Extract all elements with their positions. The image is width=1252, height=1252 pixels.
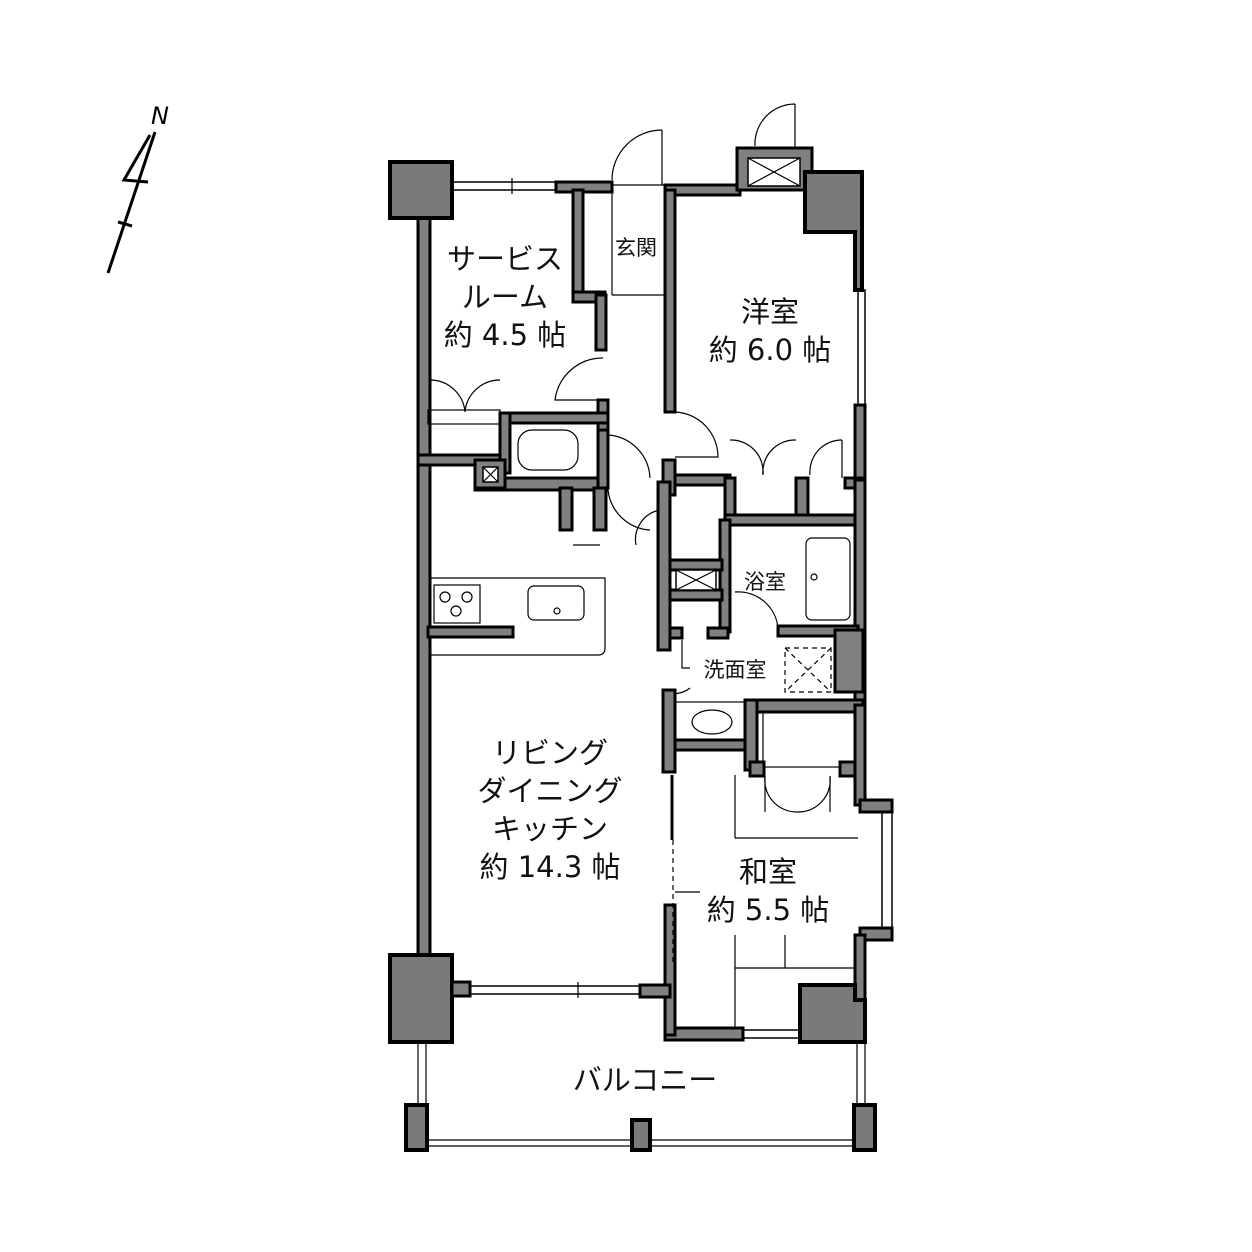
washroom-label: 洗面室	[703, 658, 767, 682]
ldk-name-2: ダイニング	[477, 774, 623, 808]
service-room-label: サービス ルーム 約 4.5 帖	[444, 240, 567, 354]
ldk-name-1: リビング	[491, 736, 609, 770]
western-room-name: 洋室	[740, 295, 799, 329]
service-room-area: 約 4.5 帖	[443, 318, 567, 352]
walls	[388, 103, 894, 1152]
balcony-label: バルコニー	[572, 1063, 718, 1097]
western-room-area: 約 6.0 帖	[708, 333, 832, 367]
service-room-name-2: ルーム	[461, 280, 549, 314]
japanese-room-label: 和室 約 5.5 帖	[707, 853, 830, 929]
japanese-room-area: 約 5.5 帖	[706, 893, 830, 927]
entrance-label: 玄関	[615, 236, 657, 260]
bathroom-label: 浴室	[744, 570, 786, 594]
ldk-label: リビング ダイニング キッチン 約 14.3 帖	[477, 734, 622, 886]
north-arrow-icon	[106, 131, 157, 274]
ldk-area: 約 14.3 帖	[479, 850, 621, 884]
service-room-name: サービス	[446, 242, 563, 276]
north-label: N	[151, 102, 169, 130]
japanese-room-name: 和室	[738, 855, 797, 889]
western-room-label: 洋室 約 6.0 帖	[709, 293, 832, 369]
ldk-name-3: キッチン	[491, 812, 609, 846]
